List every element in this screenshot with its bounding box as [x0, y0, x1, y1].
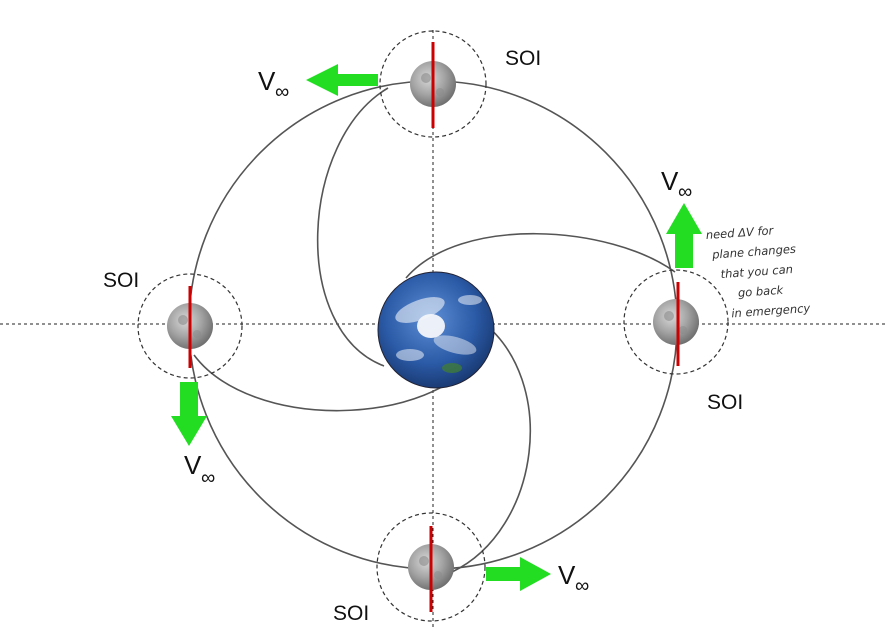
v-label: V [558, 560, 576, 590]
soi-circle-left [137, 273, 243, 379]
velocity-arrow-left [171, 382, 207, 446]
soi-label-left: SOI [103, 269, 139, 292]
v-label: V [184, 450, 202, 480]
note-line-5: in emergency [731, 301, 811, 320]
infinity-subscript: ∞ [678, 181, 692, 203]
infinity-subscript: ∞ [575, 575, 589, 597]
note-line-1: need ΔV for [705, 223, 775, 242]
infinity-subscript: ∞ [275, 81, 289, 103]
velocity-arrow-right [666, 203, 702, 268]
infinity-subscript: ∞ [201, 467, 215, 489]
trajectory-top [316, 87, 389, 367]
trajectory-right [405, 232, 676, 279]
note-line-3: that you can [720, 262, 793, 281]
note-line-2: plane changes [711, 242, 797, 262]
soi-label-right: SOI [707, 391, 743, 414]
handwritten-note: need ΔV for plane changes that you can g… [705, 223, 811, 320]
v-infinity-label-right: V ∞ [661, 166, 692, 203]
v-label: V [661, 166, 679, 196]
note-line-4: go back [737, 283, 785, 300]
velocity-arrow-top [306, 64, 378, 96]
moon-right [653, 299, 699, 345]
v-label: V [258, 66, 276, 96]
velocity-arrow-bottom [486, 557, 551, 591]
earth [377, 271, 495, 389]
v-infinity-label-bottom: V ∞ [558, 560, 589, 597]
soi-circle-top [379, 30, 487, 138]
v-infinity-label-top: V ∞ [258, 66, 289, 103]
soi-circle-bottom [376, 512, 486, 622]
v-infinity-label-left: V ∞ [184, 450, 215, 489]
soi-label-bottom: SOI [333, 602, 369, 625]
soi-circle-right [623, 269, 729, 375]
soi-label-top: SOI [505, 47, 541, 70]
trajectory-bottom [451, 319, 532, 573]
